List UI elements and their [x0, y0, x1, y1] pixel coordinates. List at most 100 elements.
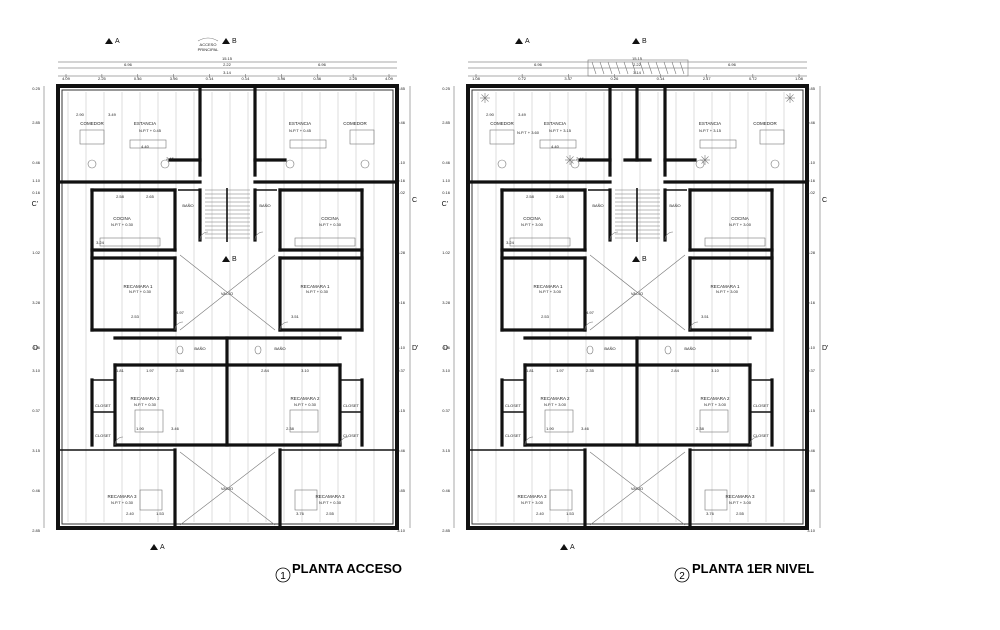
door-swing: [279, 321, 289, 331]
room-dimension: 3.51: [701, 314, 710, 319]
room-dimension: 3.10: [301, 368, 310, 373]
axis-label-b-mid: B: [642, 256, 647, 263]
room-dimension: 4.40: [551, 144, 560, 149]
room-dimension: 2.35: [176, 368, 185, 373]
level-marker: N.P.T + 0.30: [294, 402, 317, 407]
axis-label-b-top: B: [232, 38, 237, 45]
room-dimension: 4.97: [176, 310, 185, 315]
dimension-side: 0.25: [442, 86, 451, 91]
room-label-recamara2-right: RECAMARA 2: [700, 396, 730, 401]
room-dimension: 3.46: [581, 426, 590, 431]
dimension-center: 2.22: [223, 62, 232, 67]
planter-hatch: [663, 61, 669, 75]
door-swing: [664, 231, 674, 241]
column-circle: [570, 159, 580, 169]
kitchen-counter-left: [99, 237, 161, 247]
dimension-segment: 3.96: [277, 76, 286, 81]
planter-hatch: [655, 61, 661, 75]
plant-symbol: [704, 159, 709, 164]
title-number-circle: [674, 567, 690, 583]
toilet: [664, 345, 672, 355]
room-label-closet: CLOSET: [95, 403, 112, 408]
level-marker: N.P.T + 0.45: [289, 128, 312, 133]
dimension-side: 3.28: [397, 250, 406, 255]
axis-label-d-left: D: [33, 345, 38, 352]
dimension-side: 0.16: [442, 190, 451, 195]
dimension-side: 3.10: [32, 368, 41, 373]
axis-arrow: [105, 38, 113, 44]
planter-hatch: [615, 61, 621, 75]
plant-symbol: [484, 94, 489, 99]
planter-hatch: [607, 61, 613, 75]
room-dimension: 3.46: [171, 426, 180, 431]
dimension-side: 3.10: [442, 368, 451, 373]
room-label-estancia-right: ESTANCIA: [699, 121, 721, 126]
level-marker: N.P.T + 3.00: [729, 222, 752, 227]
room-label-recamara3-right: RECAMARA 3: [315, 494, 345, 499]
planter-hatch: [591, 61, 597, 75]
room-dimension: 1.81: [116, 368, 125, 373]
dimension-side: 2.85: [807, 488, 816, 493]
bed-left: [544, 409, 574, 433]
room-dimension: 2.55: [326, 511, 335, 516]
room-label-closet: CLOSET: [505, 403, 522, 408]
room-dimension: 2.90: [76, 112, 85, 117]
dimension-side: 3.10: [397, 528, 406, 533]
dimension-segment: 0.26: [611, 76, 620, 81]
planter-hatch: [623, 61, 629, 75]
title-number: 2: [679, 571, 685, 582]
level-marker: N.P.T + 3.15: [699, 128, 722, 133]
room-label-comedor-left: COMEDOR: [490, 121, 514, 126]
room-label-vacio-top: VACÍO: [631, 291, 643, 296]
room-label-bano-lower-left: BAÑO: [604, 346, 615, 351]
room-dimension: 2.90: [486, 112, 495, 117]
column-circle: [160, 159, 170, 169]
dimension-right-half: 6.96: [318, 62, 327, 67]
room-dimension: 2.46: [166, 156, 175, 161]
level-marker: N.P.T + 0.30: [129, 289, 152, 294]
room-label-bano-lower-right: BAÑO: [684, 346, 695, 351]
dimension-side: 0.46: [442, 488, 451, 493]
dimension-segment: 0.72: [749, 76, 758, 81]
kitchen-counter-right: [294, 237, 356, 247]
axis-arrow: [632, 38, 640, 44]
door-swing: [524, 436, 534, 446]
planter-hatch: [631, 61, 637, 75]
axis-label-d-left: D: [443, 345, 448, 352]
dimension-segment: 1.08: [795, 76, 804, 81]
room-label-closet: CLOSET: [505, 433, 522, 438]
level-marker: N.P.T + 3.60: [517, 130, 540, 135]
level-marker: N.P.T + 0.45: [139, 128, 162, 133]
void-diagonal: [589, 451, 686, 526]
room-label-bano-left: BAÑO: [182, 203, 193, 208]
dining-table-left: [489, 129, 515, 145]
axis-label-b-top: B: [642, 38, 647, 45]
dimension-segment: 0.14: [657, 76, 666, 81]
room-dimension: 2.84: [671, 368, 680, 373]
dimension-left-half: 6.96: [534, 62, 543, 67]
dimension-side: 2.85: [442, 528, 451, 533]
room-label-estancia-left: ESTANCIA: [544, 121, 566, 126]
dimension-side: 3.15: [32, 448, 41, 453]
room-label-vacio-bottom: VACÍO: [221, 486, 233, 491]
dimension-segment: 0.46: [134, 76, 143, 81]
room-label-recamara1-left: RECAMARA 1: [533, 284, 563, 289]
dimension-side: 0.16: [397, 300, 406, 305]
level-marker: N.P.T + 3.00: [544, 402, 567, 407]
dimension-side: 2.85: [32, 120, 41, 125]
axis-label-a-top: A: [115, 38, 120, 45]
dimension-side: 2.85: [397, 488, 406, 493]
room-label-closet: CLOSET: [343, 403, 360, 408]
column-circle: [497, 159, 507, 169]
room-dimension: 2.84: [261, 368, 270, 373]
toilet: [176, 345, 184, 355]
level-marker: N.P.T + 3.15: [549, 128, 572, 133]
dimension-side: 1.02: [397, 190, 406, 195]
room-dimension: 2.58: [526, 194, 535, 199]
room-dimension: 2.53: [131, 314, 140, 319]
sofa-left: [539, 139, 577, 149]
dimension-side: 1.10: [807, 160, 816, 165]
dimension-center-b: 3.14: [633, 70, 642, 75]
plan-title-2: 2 PLANTA 1ER NIVEL: [674, 561, 814, 583]
